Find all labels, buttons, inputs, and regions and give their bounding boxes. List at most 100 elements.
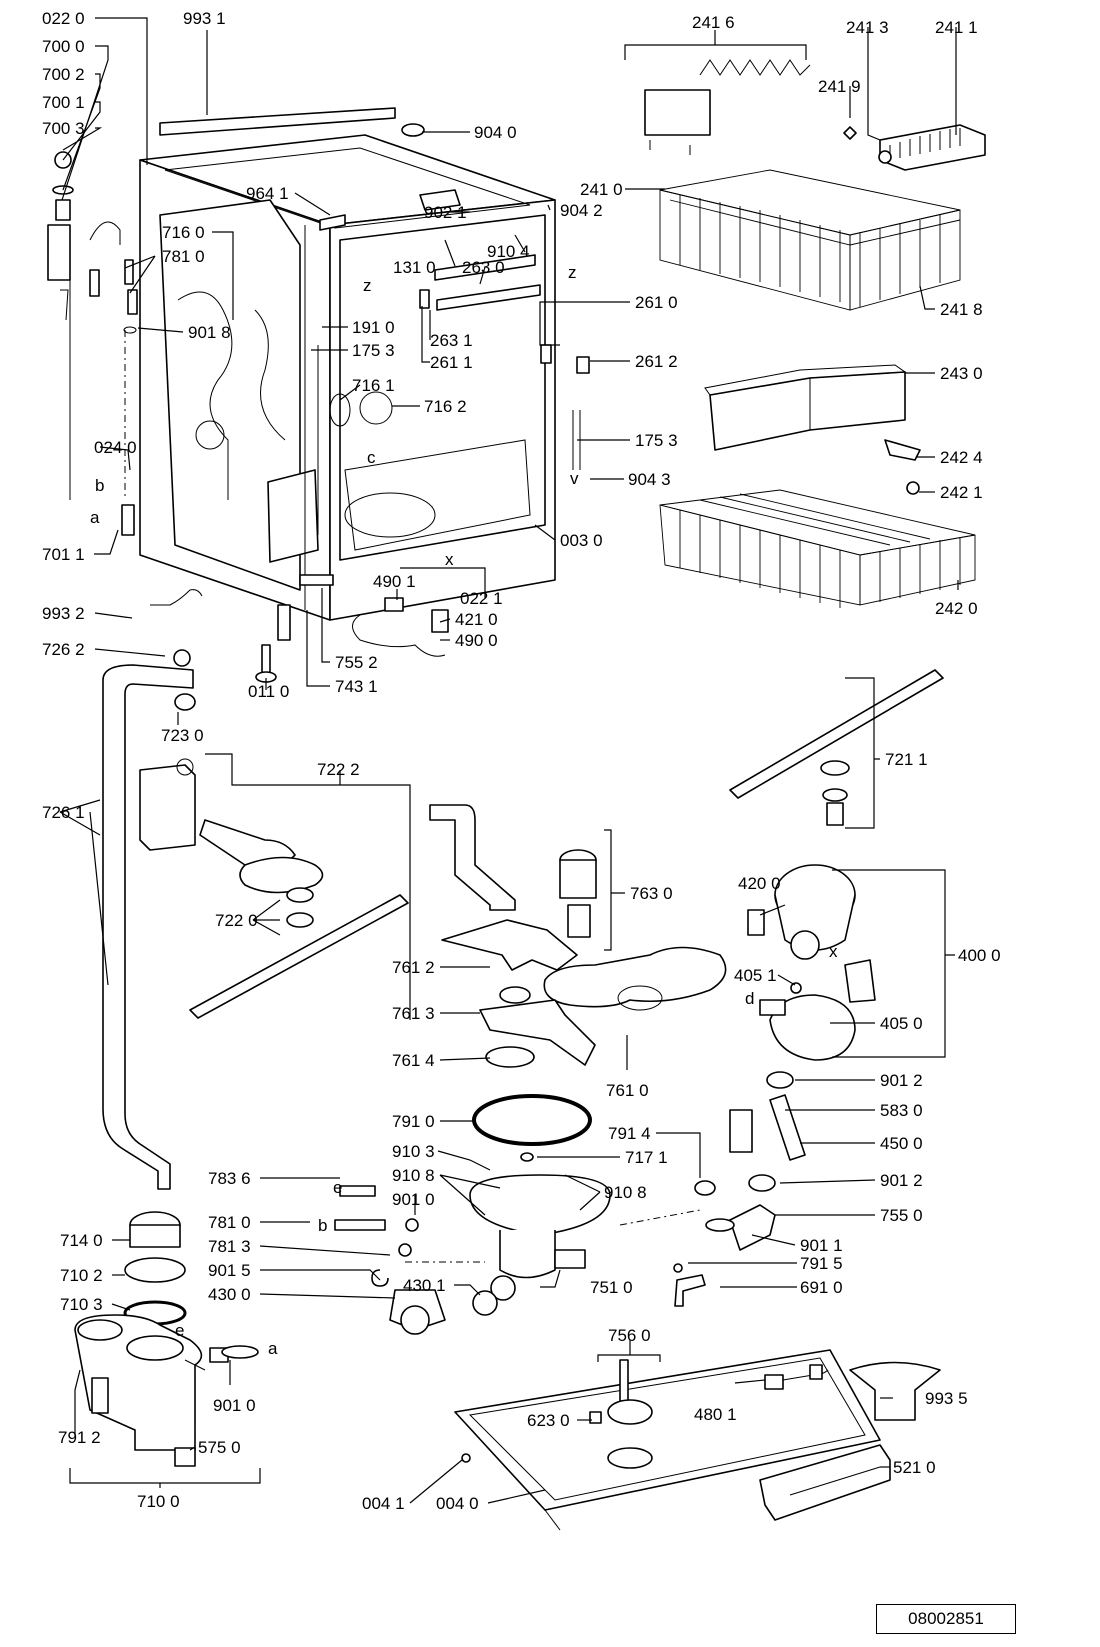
connection-marker: e (175, 1321, 184, 1340)
part-label: 791 2 (58, 1428, 101, 1447)
part-label: 004 0 (436, 1494, 479, 1513)
connection-markers: z z c x x v a b a b d e e (90, 263, 838, 1358)
part-label: 175 3 (635, 431, 678, 450)
part-label: 490 0 (455, 631, 498, 650)
part-label: 902 1 (424, 203, 467, 222)
part-label: 700 1 (42, 93, 85, 112)
part-label: 755 2 (335, 653, 378, 672)
connection-marker: b (95, 476, 104, 495)
connection-marker: x (829, 942, 838, 961)
part-label: 131 0 (393, 258, 436, 277)
part-label: 901 0 (392, 1190, 435, 1209)
part-label: 701 1 (42, 545, 85, 564)
part-label: 242 0 (935, 599, 978, 618)
part-label: 791 5 (800, 1254, 843, 1273)
part-label: 691 0 (800, 1278, 843, 1297)
connection-marker: d (745, 989, 754, 1008)
part-label: 003 0 (560, 531, 603, 550)
connection-marker: v (570, 469, 579, 488)
part-label: 964 1 (246, 184, 289, 203)
part-label: 910 8 (392, 1166, 435, 1185)
connection-marker: a (268, 1339, 278, 1358)
connection-marker: a (90, 508, 100, 527)
spray-tube-assembly (102, 649, 944, 1190)
part-label: 241 9 (818, 77, 861, 96)
part-label: 405 0 (880, 1014, 923, 1033)
part-label: 781 0 (208, 1213, 251, 1232)
part-label: 241 6 (692, 13, 735, 32)
part-label: 743 1 (335, 677, 378, 696)
part-label: 700 2 (42, 65, 85, 84)
part-label: 480 1 (694, 1405, 737, 1424)
part-label: 791 0 (392, 1112, 435, 1131)
part-label: 722 0 (215, 911, 258, 930)
part-label: 901 1 (800, 1236, 843, 1255)
part-label: 783 6 (208, 1169, 251, 1188)
water-softener-assembly (74, 1185, 446, 1467)
cabinet-assembly (47, 107, 590, 683)
part-label: 901 8 (188, 323, 231, 342)
part-label: 261 2 (635, 352, 678, 371)
part-label: 710 0 (137, 1492, 180, 1511)
part-label: 421 0 (455, 610, 498, 629)
pump-motor-assembly (673, 864, 876, 1307)
part-label: 191 0 (352, 318, 395, 337)
part-label: 011 0 (248, 682, 289, 701)
part-label: 791 4 (608, 1124, 651, 1143)
part-label: 261 1 (430, 353, 473, 372)
part-label: 405 1 (734, 966, 777, 985)
part-label: 763 0 (630, 884, 673, 903)
part-label: 242 1 (940, 483, 983, 502)
connection-marker: b (318, 1216, 327, 1235)
part-label: 761 3 (392, 1004, 435, 1023)
part-label: 901 5 (208, 1261, 251, 1280)
connection-marker: c (367, 448, 376, 467)
part-label: 022 1 (460, 589, 503, 608)
connection-marker: e (333, 1178, 342, 1197)
part-label: 716 2 (424, 397, 467, 416)
lower-basket (659, 489, 976, 608)
part-label: 400 0 (958, 946, 1001, 965)
part-label: 263 0 (462, 258, 505, 277)
part-label: 781 0 (162, 247, 205, 266)
part-label: 700 3 (42, 119, 85, 138)
part-label: 700 0 (42, 37, 85, 56)
part-label: 022 0 (42, 9, 85, 28)
part-label: 242 4 (940, 448, 983, 467)
part-label: 024 0 (94, 438, 137, 457)
part-label: 623 0 (527, 1411, 570, 1430)
part-label: 781 3 (208, 1237, 251, 1256)
part-label: 241 1 (935, 18, 978, 37)
part-label: 583 0 (880, 1101, 923, 1120)
part-label: 756 0 (608, 1326, 651, 1345)
part-label: 241 0 (580, 180, 623, 199)
part-label: 521 0 (893, 1458, 936, 1477)
part-label: 243 0 (940, 364, 983, 383)
part-label: 175 3 (352, 341, 395, 360)
part-label: 490 1 (373, 572, 416, 591)
part-label: 993 1 (183, 9, 226, 28)
part-label: 761 0 (606, 1081, 649, 1100)
part-label: 901 2 (880, 1071, 923, 1090)
part-label: 241 8 (940, 300, 983, 319)
part-label: 710 3 (60, 1295, 103, 1314)
part-label: 761 2 (392, 958, 435, 977)
part-label: 430 0 (208, 1285, 251, 1304)
part-label: 722 2 (317, 760, 360, 779)
leader-lines (59, 17, 959, 1504)
part-label: 904 0 (474, 123, 517, 142)
part-label: 901 0 (213, 1396, 256, 1415)
part-label: 717 1 (625, 1148, 668, 1167)
part-label: 004 1 (362, 1494, 405, 1513)
part-label: 993 5 (925, 1389, 968, 1408)
cutlery-basket (704, 364, 921, 495)
part-label: 726 1 (42, 803, 85, 822)
part-label: 450 0 (880, 1134, 923, 1153)
connection-marker: x (445, 550, 454, 569)
part-label: 910 8 (604, 1183, 647, 1202)
part-labels: 022 0 993 1 700 0 700 2 700 1 700 3 904 … (42, 9, 1001, 1513)
document-number: 08002851 (876, 1604, 1016, 1634)
part-label: 241 3 (846, 18, 889, 37)
part-label: 716 0 (162, 223, 205, 242)
